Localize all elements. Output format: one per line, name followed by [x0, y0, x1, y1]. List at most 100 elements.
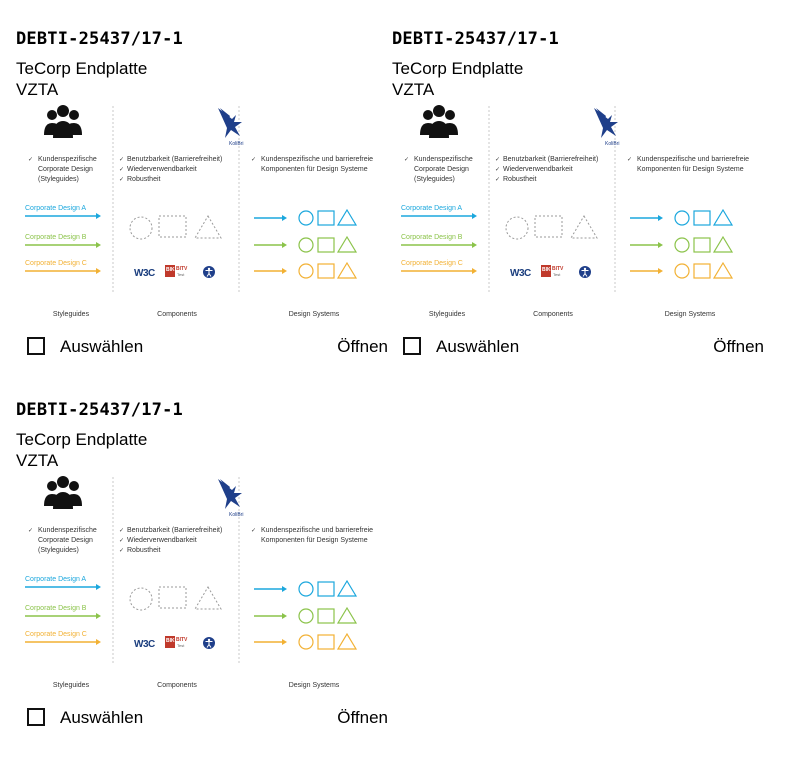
check-text: Robustheit: [127, 547, 161, 554]
open-link[interactable]: Öffnen: [337, 708, 388, 727]
check-mark: ✓: [119, 538, 124, 544]
kolibri-overview-diagram: KoliBri ✓ Kundenspezifische Corporate De…: [401, 105, 749, 318]
check-text: (Styleguides): [38, 176, 79, 183]
design-system-arrowhead: [282, 215, 287, 221]
select-label[interactable]: Auswählen: [436, 337, 520, 356]
kolibri-overview-diagram: KoliBri ✓ Kundenspezifische Corporate De…: [25, 105, 373, 318]
check-text: Robustheit: [503, 176, 537, 183]
select-checkbox[interactable]: [27, 708, 45, 726]
design-arrowhead: [96, 242, 101, 248]
check-text: (Styleguides): [38, 547, 79, 554]
card-subtitle-line: VZTA: [392, 80, 435, 99]
dashed-circle-shape: [129, 216, 153, 240]
check-mark: ✓: [251, 528, 256, 534]
design-b-square: [317, 608, 335, 624]
design-a-circle: [674, 210, 690, 226]
design-system-arrowhead: [658, 268, 663, 274]
svg-text:BIK: BIK: [166, 267, 175, 273]
card-actions: Auswählen Öffnen: [392, 334, 764, 360]
check-mark: ✓: [28, 528, 33, 534]
card-preview-image[interactable]: KoliBri ✓ Kundenspezifische Corporate De…: [392, 102, 764, 318]
check-text: Corporate Design: [414, 166, 469, 173]
w3c-logo: W3C: [134, 639, 155, 650]
design-system-arrowhead: [658, 215, 663, 221]
check-text: Komponenten für Design Systeme: [637, 166, 744, 173]
card-subtitle: TeCorp Endplatte VZTA: [392, 58, 523, 100]
check-text: Kundenspezifische und barrierefreie: [261, 527, 373, 534]
card-preview-image[interactable]: KoliBri ✓ Kundenspezifische Corporate De…: [16, 102, 388, 318]
dashed-triangle-shape: [570, 215, 598, 239]
card-actions: Auswählen Öffnen: [16, 334, 388, 360]
design-system-arrowhead: [658, 242, 663, 248]
column-footer: Styleguides: [53, 311, 90, 318]
card-preview-image[interactable]: KoliBri ✓ Kundenspezifische Corporate De…: [16, 473, 388, 689]
design-system-arrowhead: [282, 242, 287, 248]
svg-text:BITV: BITV: [176, 637, 188, 643]
design-label: Corporate Design C: [25, 260, 87, 267]
hummingbird-logo-icon: [218, 479, 242, 509]
column-footer: Components: [533, 311, 573, 318]
check-text: Wiederverwendbarkeit: [127, 537, 197, 544]
accessibility-icon: [579, 266, 591, 278]
card-subtitle-line: TeCorp Endplatte: [16, 59, 148, 78]
design-label: Corporate Design A: [401, 205, 462, 212]
select-label[interactable]: Auswählen: [60, 337, 144, 356]
check-mark: ✓: [495, 157, 500, 163]
check-text: Kundenspezifische und barrierefreie: [261, 156, 373, 163]
design-arrowhead: [472, 268, 477, 274]
dashed-circle-shape: [505, 216, 529, 240]
check-mark: ✓: [404, 157, 409, 163]
card-subtitle-line: VZTA: [16, 451, 59, 470]
design-arrowhead: [96, 213, 101, 219]
kolibri-label: KoliBri: [229, 512, 243, 518]
open-link[interactable]: Öffnen: [713, 337, 764, 356]
kolibri-overview-diagram: KoliBri ✓ Kundenspezifische Corporate De…: [25, 476, 373, 689]
dashed-square-shape: [534, 215, 563, 238]
check-mark: ✓: [119, 157, 124, 163]
w3c-logo: W3C: [510, 268, 531, 279]
column-footer: Design Systems: [289, 682, 340, 689]
design-label: Corporate Design B: [401, 234, 463, 241]
design-b-circle: [674, 237, 690, 253]
design-system-arrowhead: [282, 613, 287, 619]
open-link[interactable]: Öffnen: [337, 337, 388, 356]
design-system-arrowhead: [282, 639, 287, 645]
hummingbird-logo-icon: [218, 108, 242, 138]
card-subtitle: TeCorp Endplatte VZTA: [16, 58, 147, 100]
check-mark: ✓: [119, 548, 124, 554]
select-checkbox[interactable]: [27, 337, 45, 355]
check-text: Wiederverwendbarkeit: [503, 166, 573, 173]
svg-text:BITV: BITV: [552, 266, 564, 272]
design-arrowhead: [472, 213, 477, 219]
card-subtitle-line: TeCorp Endplatte: [16, 430, 148, 449]
check-text: Wiederverwendbarkeit: [127, 166, 197, 173]
check-text: Kundenspezifische: [414, 156, 473, 163]
design-a-square: [693, 210, 711, 226]
check-text: Corporate Design: [38, 537, 93, 544]
card-subtitle: TeCorp Endplatte VZTA: [16, 429, 147, 471]
column-footer: Components: [157, 682, 197, 689]
check-text: Kundenspezifische: [38, 156, 97, 163]
svg-text:BITV: BITV: [176, 266, 188, 272]
hummingbird-logo-icon: [594, 108, 618, 138]
check-text: Komponenten für Design Systeme: [261, 166, 368, 173]
bik-bitv-logo: BIK BITV Test: [165, 265, 188, 277]
design-arrowhead: [96, 639, 101, 645]
design-c-triangle: [336, 632, 358, 650]
check-text: Corporate Design: [38, 166, 93, 173]
check-text: Robustheit: [127, 176, 161, 183]
column-footer: Design Systems: [289, 311, 340, 318]
design-b-circle: [298, 237, 314, 253]
design-c-square: [317, 263, 335, 279]
svg-text:BIK: BIK: [542, 267, 551, 273]
svg-text:Test: Test: [177, 272, 185, 277]
design-a-triangle: [336, 579, 358, 597]
select-label[interactable]: Auswählen: [60, 708, 144, 727]
column-footer: Styleguides: [429, 311, 466, 318]
design-label: Corporate Design B: [25, 605, 87, 612]
dashed-circle-shape: [129, 587, 153, 611]
column-footer: Styleguides: [53, 682, 90, 689]
check-text: Benutzbarkeit (Barrierefreiheit): [503, 156, 598, 163]
select-checkbox[interactable]: [403, 337, 421, 355]
dashed-triangle-shape: [194, 586, 222, 610]
